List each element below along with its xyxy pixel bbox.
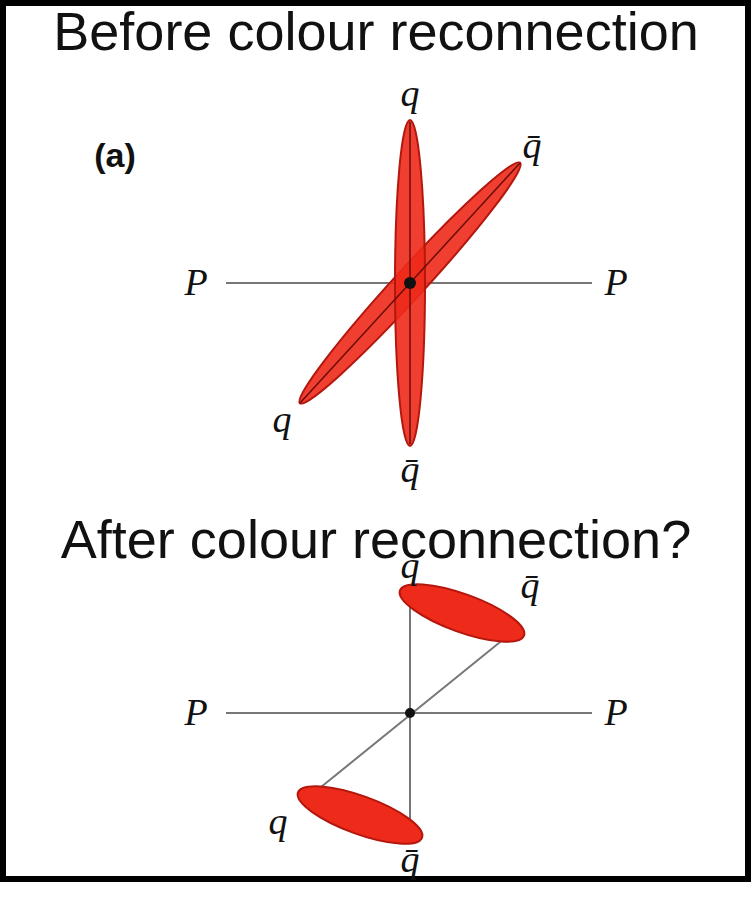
quark-label: q	[401, 73, 420, 115]
proton-label: P	[184, 262, 207, 304]
quark-label: q	[269, 801, 288, 843]
colour-string	[395, 120, 425, 446]
vertex-dot	[404, 277, 416, 289]
proton-label: P	[604, 692, 627, 734]
proton-label: P	[184, 692, 207, 734]
vertex-dot	[405, 708, 415, 718]
panel-heading: Before colour reconnection	[53, 2, 698, 61]
antiquark-label: q̄	[401, 839, 420, 881]
proton-label: P	[604, 262, 627, 304]
antiquark-label: q̄	[401, 449, 420, 491]
antiquark-label: q̄	[523, 125, 542, 167]
antiquark-label: q̄	[521, 565, 540, 607]
parton-line	[305, 630, 515, 800]
frame-border	[3, 3, 748, 879]
quark-label: q	[273, 399, 292, 441]
quark-label: q	[401, 545, 420, 587]
panel-heading: After colour reconnection?	[61, 510, 691, 569]
panel-label: (a)	[94, 137, 136, 174]
